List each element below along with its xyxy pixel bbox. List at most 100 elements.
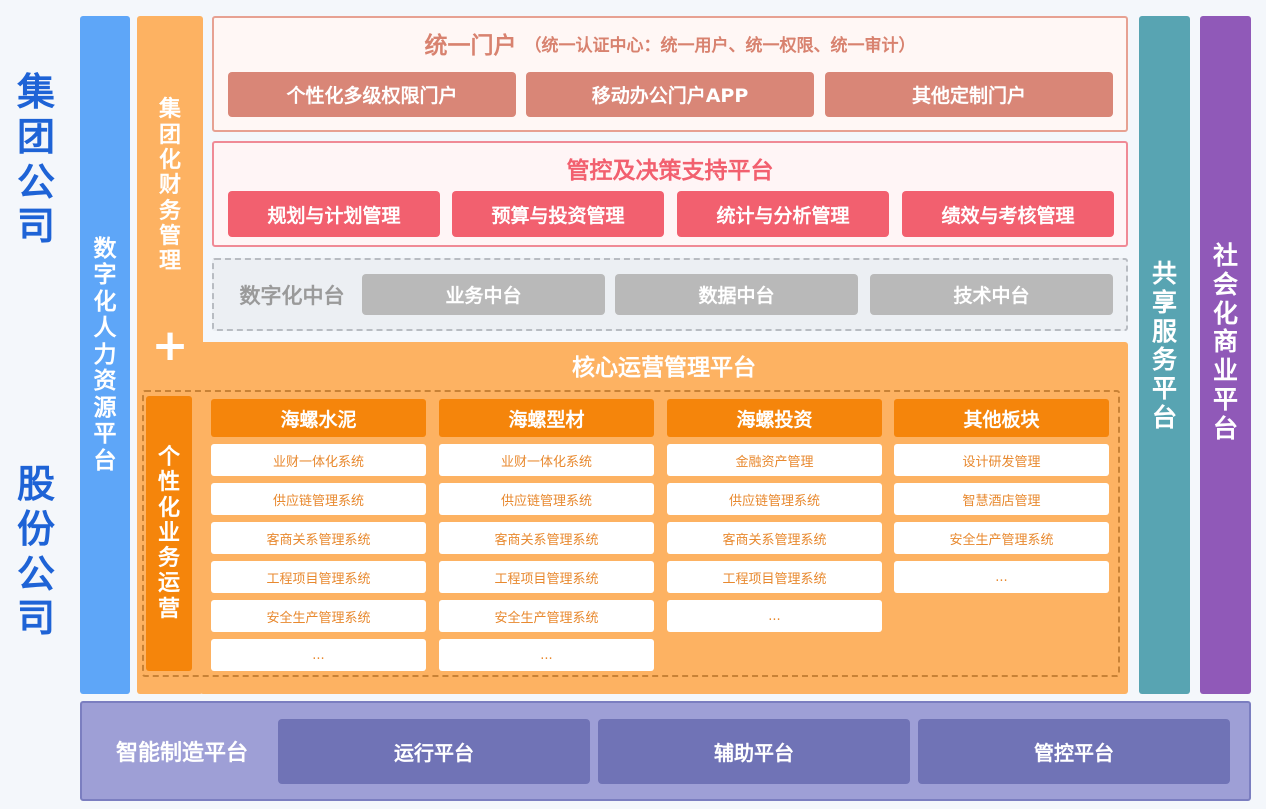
core-column-2-name: 海螺型材 bbox=[508, 408, 585, 431]
system-item[interactable]: 客商关系管理系统 bbox=[667, 522, 882, 554]
manufacturing-title: 智能制造平台 bbox=[115, 741, 248, 766]
digital-mid-item-1[interactable]: 业务中台 bbox=[362, 274, 605, 315]
system-item[interactable]: 客商关系管理系统 bbox=[211, 522, 426, 554]
system-item-label: 供应链管理系统 bbox=[728, 493, 820, 509]
control-panel: 管控及决策支持平台 规划与计划管理 预算与投资管理 统计与分析管理 绩效与考核管… bbox=[212, 141, 1128, 247]
digital-mid-item-1-label: 业务中台 bbox=[445, 285, 522, 307]
control-item-2[interactable]: 预算与投资管理 bbox=[452, 191, 664, 237]
system-item[interactable]: 工程项目管理系统 bbox=[211, 561, 426, 593]
individual-ops-label: 个性化业务运营 bbox=[157, 444, 180, 622]
portal-item-3-label: 其他定制门户 bbox=[911, 85, 1026, 107]
system-item[interactable]: 供应链管理系统 bbox=[439, 483, 654, 515]
system-item-label: 智慧酒店管理 bbox=[962, 493, 1041, 509]
system-item-label: 客商关系管理系统 bbox=[722, 532, 827, 548]
core-column-2-header[interactable]: 海螺型材 bbox=[439, 399, 654, 437]
system-item-label: 业财一体化系统 bbox=[500, 454, 592, 470]
core-column-1-name: 海螺水泥 bbox=[280, 408, 357, 431]
system-item[interactable]: 供应链管理系统 bbox=[667, 483, 882, 515]
system-item[interactable]: 设计研发管理 bbox=[894, 444, 1109, 476]
control-item-2-label: 预算与投资管理 bbox=[491, 204, 625, 227]
digital-mid-item-2-label: 数据中台 bbox=[698, 285, 775, 307]
group-company-text: 集团公司 bbox=[16, 70, 55, 249]
system-item-label: 安全生产管理系统 bbox=[266, 610, 371, 626]
digital-mid-item-2[interactable]: 数据中台 bbox=[615, 274, 858, 315]
control-header: 管控及决策支持平台 bbox=[214, 151, 1126, 185]
digital-mid-item-3[interactable]: 技术中台 bbox=[870, 274, 1113, 315]
system-item[interactable]: 客商关系管理系统 bbox=[439, 522, 654, 554]
portal-item-2[interactable]: 移动办公门户APP bbox=[526, 72, 814, 117]
portal-header: 统一门户 （统一认证中心：统一用户、统一权限、统一审计） bbox=[214, 26, 1126, 60]
manufacturing-item-2-label: 辅助平台 bbox=[714, 741, 794, 765]
system-item[interactable]: 工程项目管理系统 bbox=[439, 561, 654, 593]
system-item-label: ... bbox=[995, 569, 1008, 585]
portal-item-3[interactable]: 其他定制门户 bbox=[825, 72, 1113, 117]
core-column-1-header[interactable]: 海螺水泥 bbox=[211, 399, 426, 437]
digital-mid-panel: 数字化中台 业务中台 数据中台 技术中台 bbox=[212, 258, 1128, 331]
system-item-label: 供应链管理系统 bbox=[500, 493, 592, 509]
manufacturing-header: 智能制造平台 bbox=[92, 703, 272, 799]
system-item[interactable]: 工程项目管理系统 bbox=[667, 561, 882, 593]
plus-text: + bbox=[151, 319, 189, 371]
system-item[interactable]: 供应链管理系统 bbox=[211, 483, 426, 515]
system-item[interactable]: ... bbox=[667, 600, 882, 632]
system-item-label: 客商关系管理系统 bbox=[266, 532, 371, 548]
shared-service-label: 共享服务平台 bbox=[1151, 259, 1177, 432]
system-item[interactable]: 安全生产管理系统 bbox=[211, 600, 426, 632]
system-item-label: 金融资产管理 bbox=[735, 454, 814, 470]
group-company-label: 集团公司 bbox=[8, 70, 64, 249]
core-column-3-header[interactable]: 海螺投资 bbox=[667, 399, 882, 437]
system-item-label: 供应链管理系统 bbox=[272, 493, 364, 509]
stock-company-label: 股份公司 bbox=[8, 462, 64, 641]
system-item-label: ... bbox=[312, 647, 325, 663]
system-item-label: 业财一体化系统 bbox=[272, 454, 364, 470]
manufacturing-item-1[interactable]: 运行平台 bbox=[278, 719, 590, 784]
system-item[interactable]: ... bbox=[439, 639, 654, 671]
portal-subtitle: （统一认证中心：统一用户、统一权限、统一审计） bbox=[524, 35, 916, 56]
individual-ops-column: 个性化业务运营 bbox=[146, 396, 192, 671]
finance-mgmt-label-box: 集团化财务管理 bbox=[137, 66, 203, 306]
system-item-label: 工程项目管理系统 bbox=[266, 571, 371, 587]
digital-mid-header: 数字化中台 bbox=[222, 260, 362, 329]
individual-ops-frame bbox=[142, 390, 1120, 677]
finance-mgmt-label: 集团化财务管理 bbox=[158, 97, 181, 275]
system-item[interactable]: ... bbox=[211, 639, 426, 671]
social-platform-label: 社会化商业平台 bbox=[1212, 241, 1238, 443]
stock-company-text: 股份公司 bbox=[16, 462, 55, 641]
control-item-4-label: 绩效与考核管理 bbox=[941, 204, 1075, 227]
social-platform-column[interactable]: 社会化商业平台 bbox=[1200, 16, 1251, 694]
hr-platform-column[interactable]: 数字化人力资源平台 bbox=[80, 16, 130, 694]
shared-service-column[interactable]: 共享服务平台 bbox=[1139, 16, 1190, 694]
core-header: 核心运营管理平台 bbox=[200, 348, 1128, 382]
system-item-label: 客商关系管理系统 bbox=[494, 532, 599, 548]
control-title: 管控及决策支持平台 bbox=[566, 158, 774, 184]
portal-title: 统一门户 bbox=[424, 33, 517, 59]
control-item-1[interactable]: 规划与计划管理 bbox=[228, 191, 440, 237]
system-item-label: 安全生产管理系统 bbox=[494, 610, 599, 626]
digital-mid-title: 数字化中台 bbox=[239, 283, 345, 308]
control-item-4[interactable]: 绩效与考核管理 bbox=[902, 191, 1114, 237]
system-item-label: 安全生产管理系统 bbox=[949, 532, 1054, 548]
portal-panel: 统一门户 （统一认证中心：统一用户、统一权限、统一审计） 个性化多级权限门户 移… bbox=[212, 16, 1128, 132]
system-item[interactable]: 智慧酒店管理 bbox=[894, 483, 1109, 515]
manufacturing-item-3[interactable]: 管控平台 bbox=[918, 719, 1230, 784]
core-column-4-header[interactable]: 其他板块 bbox=[894, 399, 1109, 437]
core-column-4-name: 其他板块 bbox=[963, 408, 1040, 431]
control-item-1-label: 规划与计划管理 bbox=[267, 204, 401, 227]
system-item[interactable]: 安全生产管理系统 bbox=[894, 522, 1109, 554]
hr-platform-label: 数字化人力资源平台 bbox=[93, 236, 117, 474]
system-item-label: 设计研发管理 bbox=[962, 454, 1041, 470]
system-item[interactable]: 业财一体化系统 bbox=[211, 444, 426, 476]
manufacturing-item-1-label: 运行平台 bbox=[394, 741, 474, 765]
system-item-label: 工程项目管理系统 bbox=[494, 571, 599, 587]
core-column-3-name: 海螺投资 bbox=[736, 408, 813, 431]
control-item-3-label: 统计与分析管理 bbox=[716, 204, 850, 227]
system-item[interactable]: 金融资产管理 bbox=[667, 444, 882, 476]
manufacturing-item-2[interactable]: 辅助平台 bbox=[598, 719, 910, 784]
control-item-3[interactable]: 统计与分析管理 bbox=[677, 191, 889, 237]
system-item[interactable]: ... bbox=[894, 561, 1109, 593]
system-item-label: 工程项目管理系统 bbox=[722, 571, 827, 587]
system-item[interactable]: 安全生产管理系统 bbox=[439, 600, 654, 632]
system-item[interactable]: 业财一体化系统 bbox=[439, 444, 654, 476]
portal-item-1[interactable]: 个性化多级权限门户 bbox=[228, 72, 516, 117]
manufacturing-panel: 智能制造平台 运行平台 辅助平台 管控平台 bbox=[80, 701, 1251, 801]
